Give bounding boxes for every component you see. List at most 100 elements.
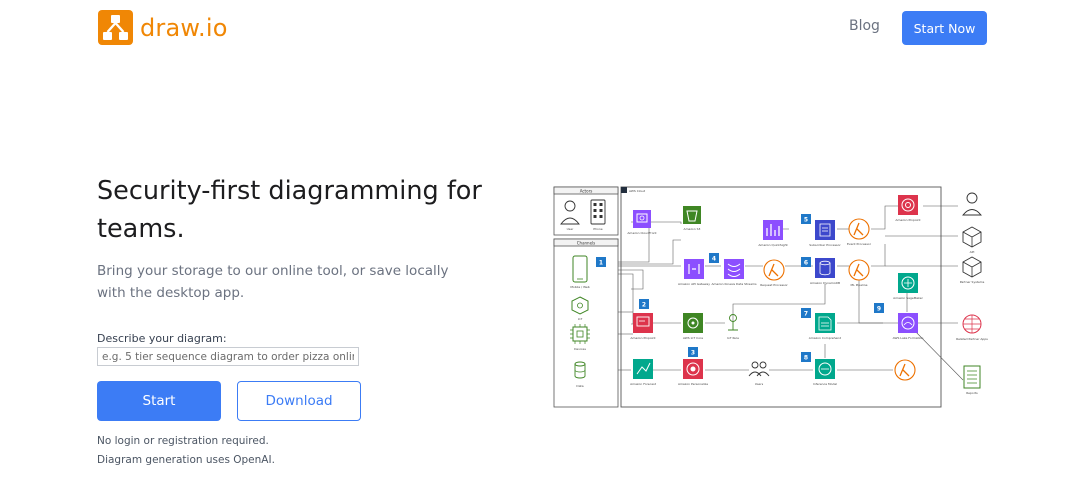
cube-icon-2 (962, 256, 982, 278)
no-login-note: No login or registration required. (97, 435, 269, 447)
personalize-icon (683, 359, 703, 379)
badge-3: 3 (688, 347, 698, 357)
svg-text:7: 7 (804, 311, 808, 318)
pinpoint-label: Amazon Pinpoint (895, 218, 921, 222)
drawio-logo-icon (98, 10, 133, 45)
svg-text:6: 6 (804, 260, 808, 267)
iotcore-label: AWS IoT Core (683, 336, 703, 340)
phone-label: Phone (593, 227, 602, 231)
hero-title: Security-first diagramming for teams. (97, 176, 482, 244)
ml-label: Amazon SageMaker (893, 296, 923, 300)
mobile-label: Mobile / Web (570, 285, 589, 289)
start-button[interactable]: Start (97, 381, 221, 421)
architecture-diagram: Actors User Phone Channels Mobile / Web … (553, 186, 988, 408)
quicksight-icon (763, 220, 783, 240)
badge-7: 7 (801, 308, 811, 318)
database-icon (574, 361, 586, 379)
badge-8: 8 (801, 352, 811, 362)
model-label: Inference Model (813, 382, 837, 386)
openai-note: Diagram generation uses OpenAI. (97, 454, 275, 466)
iot-core-icon (683, 313, 703, 333)
pinpoint-icon (898, 195, 918, 215)
comprehend-icon (815, 313, 835, 333)
site-header: draw.io Blog Start Now (0, 0, 1080, 56)
iot-icon (571, 296, 589, 315)
badge-1: 1 (596, 257, 606, 267)
svg-text:1: 1 (599, 260, 603, 267)
apigw-label: Amazon API Gateway (678, 282, 710, 286)
user-label: User (567, 227, 575, 231)
dynamodb-icon (815, 258, 835, 278)
channels-title: Channels (577, 241, 596, 246)
hero-subtitle: Bring your storage to our online tool, o… (97, 263, 449, 301)
devices-label: Devices (574, 347, 586, 351)
badge-9: 9 (874, 303, 884, 313)
user-icon (560, 200, 580, 225)
svg-text:5: 5 (804, 217, 808, 224)
svg-text:8: 8 (804, 355, 808, 362)
svg-text:4: 4 (712, 256, 716, 263)
lake-formation-icon (898, 313, 918, 333)
lambda3-label: Subscriber Processor (809, 243, 841, 247)
lambda-icon-4 (894, 359, 916, 381)
start-now-button[interactable]: Start Now (902, 11, 987, 45)
lambda1-label: Request Processor (760, 283, 788, 287)
dynamo-label: Amazon DynamoDB (810, 281, 840, 285)
document-icon (963, 365, 981, 389)
kinesis-label: Amazon Kinesis Data Streams (711, 282, 757, 286)
partner2-label: Partner Systems (960, 280, 985, 284)
channels-panel: Channels Mobile / Web IoT Devices Data (553, 238, 619, 408)
users-icon (748, 361, 770, 377)
svg-text:3: 3 (691, 350, 695, 357)
iot-rule-icon (728, 314, 738, 331)
nav-blog-link[interactable]: Blog (849, 18, 880, 34)
lambda-icon-2 (848, 218, 870, 240)
actors-title: Actors (580, 189, 593, 194)
api-gateway-icon (684, 259, 704, 279)
personalize-label: Amazon Personalize (678, 382, 708, 386)
lambda-icon (763, 259, 785, 281)
mobile-icon (572, 255, 588, 283)
download-button[interactable]: Download (237, 381, 361, 421)
lake-label: AWS Lake Formation (893, 336, 924, 340)
reports-label: Reports (966, 391, 978, 395)
badge-5: 5 (801, 214, 811, 224)
data-label: Data (576, 384, 583, 388)
user-icon-right (962, 192, 982, 216)
badge-6: 6 (801, 257, 811, 267)
drawio-logo[interactable]: draw.io (98, 10, 228, 45)
svg-text:2: 2 (642, 302, 646, 309)
diagram-prompt-input[interactable] (97, 347, 359, 366)
forecast-icon (633, 359, 653, 379)
lambda-icon-3 (848, 259, 870, 281)
iot-label: IoT (578, 317, 583, 321)
describe-label: Describe your diagram: (97, 332, 227, 345)
badge-4: 4 (709, 253, 719, 263)
users-label: Users (755, 382, 764, 386)
badge-2: 2 (639, 299, 649, 309)
actors-panel: Actors User Phone (553, 186, 619, 236)
kinesis-icon (724, 259, 744, 279)
sagemaker-icon (898, 273, 918, 293)
dynamodb-icon-2 (815, 220, 835, 240)
ml2-label: ML Pipeline (851, 283, 868, 287)
partner-label: Related Partner Apps (956, 337, 988, 341)
phone-keypad-icon (590, 199, 606, 225)
sagemaker-icon-2 (815, 359, 835, 379)
pinpoint2-label: Amazon Pinpoint (630, 336, 656, 340)
api-label: API (970, 250, 975, 254)
step-badges: 1 2 3 4 5 6 7 8 9 (596, 214, 884, 362)
iotrule-label: IoT Rule (727, 336, 739, 340)
s3-label: Amazon S3 (684, 227, 701, 231)
cloud-title: AWS Cloud (629, 189, 645, 193)
lambda2-label: Event Processor (847, 242, 872, 246)
globe-icon (962, 314, 982, 334)
cloudfront-icon (633, 210, 651, 228)
forecast-label: Amazon Forecast (630, 382, 657, 386)
bucket-icon (683, 206, 701, 224)
comprehend-label: Amazon Comprehend (809, 336, 841, 340)
cloudfront-label: Amazon CloudFront (627, 231, 657, 235)
logo-text: draw.io (140, 13, 228, 42)
svg-text:9: 9 (877, 306, 881, 313)
cube-icon (962, 226, 982, 248)
